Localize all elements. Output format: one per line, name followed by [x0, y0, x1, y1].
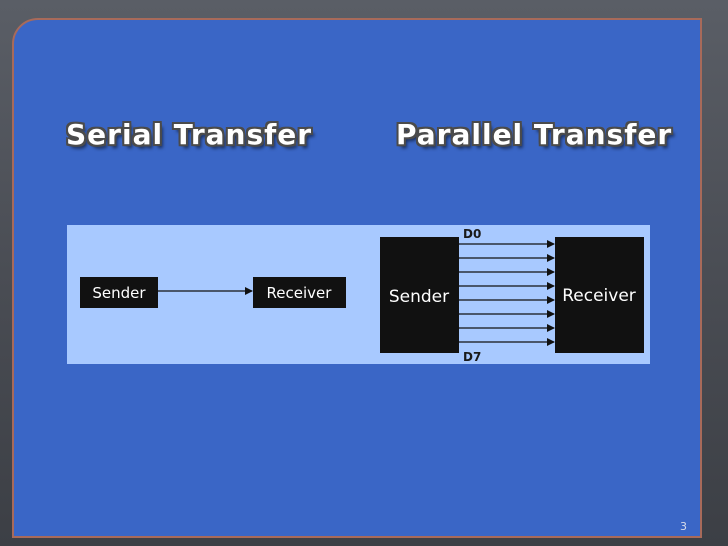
parallel-transfer-heading: Parallel Transfer: [396, 118, 673, 151]
serial-sender-box: [80, 277, 158, 308]
parallel-receiver-box: [555, 237, 644, 353]
serial-sender-label: Sender: [92, 284, 146, 302]
parallel-sender-label: Sender: [389, 287, 449, 307]
parallel-diagram: Sender Receiver D0 D7: [380, 227, 644, 364]
parallel-last-line-label: D7: [463, 350, 481, 364]
page-number: 3: [680, 520, 687, 533]
parallel-sender-box: [380, 237, 459, 353]
parallel-first-line-label: D0: [463, 227, 481, 241]
serial-transfer-heading: Serial Transfer: [66, 118, 313, 151]
serial-receiver-label: Receiver: [267, 284, 333, 302]
parallel-data-lines: [459, 240, 555, 346]
serial-diagram: Sender Receiver: [80, 277, 346, 308]
parallel-receiver-label: Receiver: [562, 286, 636, 306]
serial-receiver-box: [253, 277, 346, 308]
